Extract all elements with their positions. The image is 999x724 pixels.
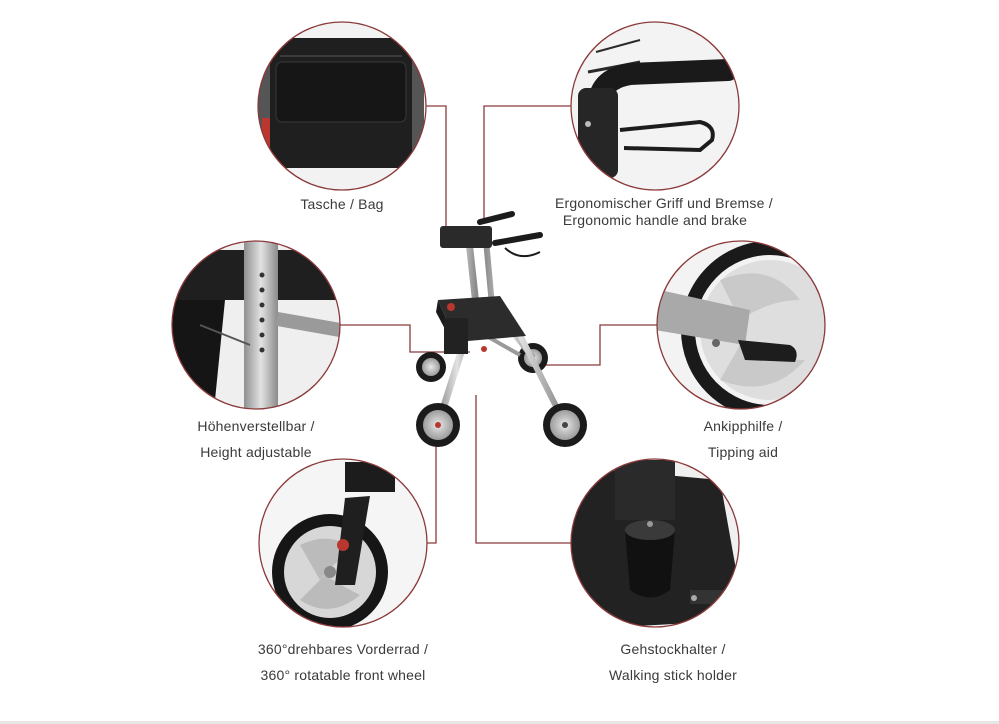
caption-wheel: 360°drehbares Vorderrad / 360° rotatable… [238, 636, 448, 688]
caption-tipping-line2: Tipping aid [707, 444, 779, 460]
caption-wheel-line1: 360°drehbares Vorderrad / [257, 641, 429, 657]
detail-circle-height [171, 240, 341, 410]
caption-height-line2: Height adjustable [200, 444, 312, 460]
caption-stick-line1: Gehstockhalter / [620, 641, 726, 657]
caption-bag-line1: Tasche / Bag [300, 196, 384, 212]
detail-circle-stick [570, 458, 740, 628]
caption-tipping-line1: Ankipphilfe / [703, 418, 783, 434]
detail-circle-wheel [258, 458, 428, 628]
caption-stick-line2: Walking stick holder [609, 667, 737, 683]
caption-height-line1: Höhenverstellbar / [197, 418, 315, 434]
caption-wheel-line2: 360° rotatable front wheel [260, 667, 426, 683]
caption-handle-line2: Ergonomic handle and brake [562, 212, 748, 228]
detail-circle-handle [570, 21, 740, 191]
caption-tipping: Ankipphilfe / Tipping aid [663, 413, 823, 465]
bottom-divider [0, 721, 999, 724]
caption-height: Höhenverstellbar / Height adjustable [176, 413, 336, 465]
caption-bag: Tasche / Bag [262, 195, 422, 213]
caption-handle: Ergonomischer Griff und Bremse / Ergonom… [555, 195, 773, 229]
connector-lines [340, 105, 657, 544]
caption-handle-line1: Ergonomischer Griff und Bremse / [555, 195, 773, 211]
caption-stick: Gehstockhalter / Walking stick holder [583, 636, 763, 688]
detail-circle-bag [257, 21, 427, 191]
rollator-illustration [416, 211, 587, 447]
detail-circle-tipping [656, 240, 826, 410]
